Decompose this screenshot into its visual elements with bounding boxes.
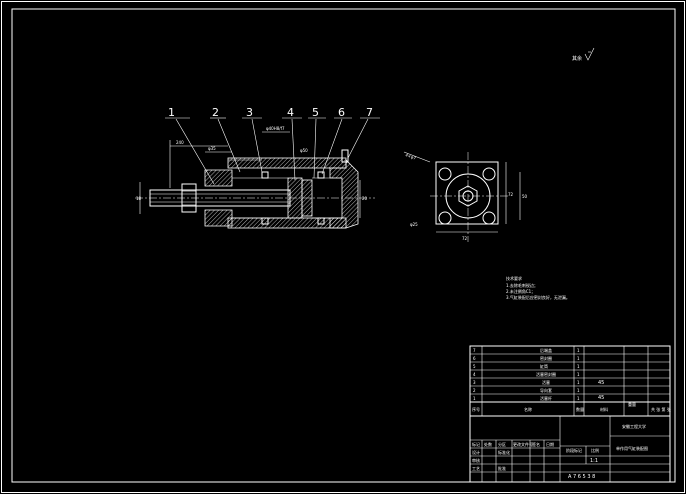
doc-label: 更改文件号 (513, 441, 533, 447)
callout-3: 3 (246, 106, 253, 119)
drawing-name: 单作用气缸装配图 (616, 445, 648, 451)
part-5-index: 5 (473, 364, 476, 369)
part-1-qty: 1 (577, 396, 580, 401)
title-block: 安徽工程大学 单作用气缸装配图 阶段标记 比例 1:1 标记 处数 分区 更改文… (469, 415, 671, 483)
checker-label: 审核 (472, 457, 480, 463)
part-3-qty: 1 (577, 380, 580, 385)
svg-text:18: 18 (136, 196, 142, 201)
parts-list: 7 后端盖 1 6 密封圈 1 5 缸筒 1 4 活塞密封圈 1 3 活塞 1 … (469, 345, 671, 417)
zone-label: 分区 (498, 441, 506, 447)
part-6-qty: 1 (577, 356, 580, 361)
part-2-index: 2 (473, 388, 476, 393)
sign-label: 签名 (532, 441, 540, 447)
inner-frame (11, 8, 676, 483)
technical-requirements: 技术要求 1.去除毛刺锐边； 2.未注倒角C1； 3.气缸装配后应密封良好，无泄… (506, 275, 570, 300)
callout-7: 7 (366, 106, 373, 119)
callout-4: 4 (287, 106, 294, 119)
svg-text:φ40H8/f7: φ40H8/f7 (266, 126, 285, 131)
tech-req-line-1: 1.去除毛刺锐边； (506, 282, 538, 288)
header-index: 序号 (472, 406, 480, 412)
svg-text:240: 240 (176, 140, 184, 145)
callout-2: 2 (212, 106, 219, 119)
process-label: 工艺 (472, 466, 480, 471)
part-6-index: 6 (473, 356, 476, 361)
part-1-name: 活塞杆 (540, 395, 552, 401)
part-2-material: 45 (598, 380, 604, 386)
part-1-material: 45 (598, 395, 604, 401)
part-1-index: 1 (473, 396, 476, 401)
tech-req-line-2: 2.未注倒角C1； (506, 288, 535, 294)
callout-1: 1 (168, 106, 175, 119)
callout-5: 5 (312, 106, 319, 119)
svg-text:φ25: φ25 (410, 222, 418, 227)
part-4-name: 活塞密封圈 (536, 371, 556, 377)
svg-text:72: 72 (462, 236, 468, 241)
header-qty: 数量 (576, 406, 584, 412)
part-4-qty: 1 (577, 372, 580, 377)
svg-text:20: 20 (362, 196, 368, 201)
scale-label: 比例 (591, 447, 599, 453)
part-2-name: 导向套 (540, 387, 552, 393)
svg-text:4×φ7: 4×φ7 (405, 152, 418, 161)
school-name: 安徽工程大学 (622, 423, 646, 429)
svg-text:50: 50 (522, 194, 528, 199)
cylinder-section-view: 240 φ35 φ40H8/f7 18 20 φ50 1 2 3 4 5 6 7 (135, 106, 380, 229)
part-7-qty: 1 (577, 348, 580, 353)
count-label: 处数 (484, 441, 492, 447)
part-6-name: 密封圈 (540, 355, 552, 361)
mark-label: 标记 (472, 441, 480, 447)
header-remark: 共 张 第 张 (651, 406, 671, 412)
stage-label: 阶段标记 (566, 447, 582, 453)
part-2-qty: 1 (577, 388, 580, 393)
header-material: 材料 (600, 406, 608, 412)
cylinder-end-view: 4×φ7 72 72 50 φ25 (403, 151, 528, 242)
svg-text:72: 72 (508, 192, 514, 197)
part-3-index: 3 (473, 380, 476, 385)
header-name: 名称 (524, 406, 532, 412)
std-label: 标准化 (498, 449, 510, 455)
svg-text:φ50: φ50 (300, 148, 308, 153)
designer-label: 设计 (472, 449, 480, 455)
part-5-name: 缸筒 (540, 363, 548, 369)
roughness-symbol: 其余 (572, 47, 595, 62)
part-4-index: 4 (473, 372, 476, 377)
tech-req-title: 技术要求 (506, 275, 522, 281)
part-7-index: 7 (473, 348, 476, 353)
approve-label: 批准 (498, 465, 506, 471)
scale-value: 1:1 (590, 458, 598, 464)
svg-text:φ35: φ35 (208, 146, 216, 151)
part-7-name: 后端盖 (540, 347, 552, 353)
date-label: 日期 (546, 441, 554, 447)
tech-req-line-3: 3.气缸装配后应密封良好，无泄漏。 (506, 294, 570, 300)
roughness-label: 其余 (572, 55, 582, 62)
drawing-number: A 7 6 5 3 8 (568, 474, 595, 480)
part-5-qty: 1 (577, 364, 580, 369)
header-weight: 重量 (628, 401, 636, 407)
part-3-name: 活塞 (542, 379, 550, 385)
callout-6: 6 (338, 106, 345, 119)
